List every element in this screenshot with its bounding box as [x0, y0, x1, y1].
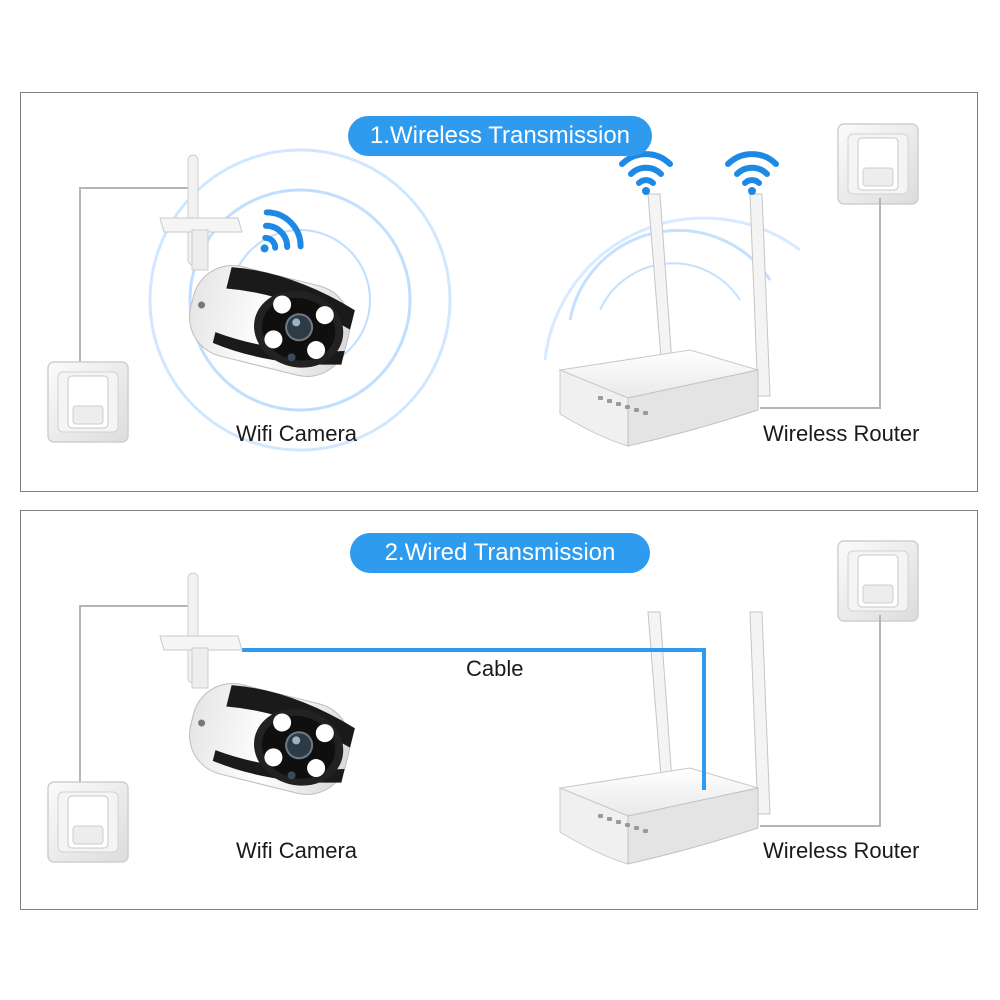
- wired-title-pill: 2.Wired Transmission: [350, 533, 650, 573]
- wireless-transmission-panel: [20, 92, 978, 492]
- wired-transmission-panel: [20, 510, 978, 910]
- power-outlet-icon: [47, 781, 129, 863]
- power-outlet-icon: [837, 540, 919, 622]
- wired-router-label: Wireless Router: [763, 838, 920, 863]
- wireless-camera-label: Wifi Camera: [236, 421, 358, 446]
- router-power-cord: [760, 198, 881, 409]
- wired-title: 2.Wired Transmission: [384, 539, 616, 566]
- wireless-router-label: Wireless Router: [763, 421, 920, 446]
- wireless-title: 1.Wireless Transmission: [369, 122, 631, 149]
- cable-label: Cable: [466, 656, 524, 681]
- router-power-cord: [760, 615, 881, 827]
- camera-power-cord: [79, 605, 190, 798]
- wired-camera-label: Wifi Camera: [236, 838, 358, 863]
- camera-icon: [159, 572, 360, 804]
- network-cable: [242, 648, 706, 790]
- wireless-title-pill: 1.Wireless Transmission: [348, 116, 652, 156]
- camera-power-cord: [79, 187, 190, 380]
